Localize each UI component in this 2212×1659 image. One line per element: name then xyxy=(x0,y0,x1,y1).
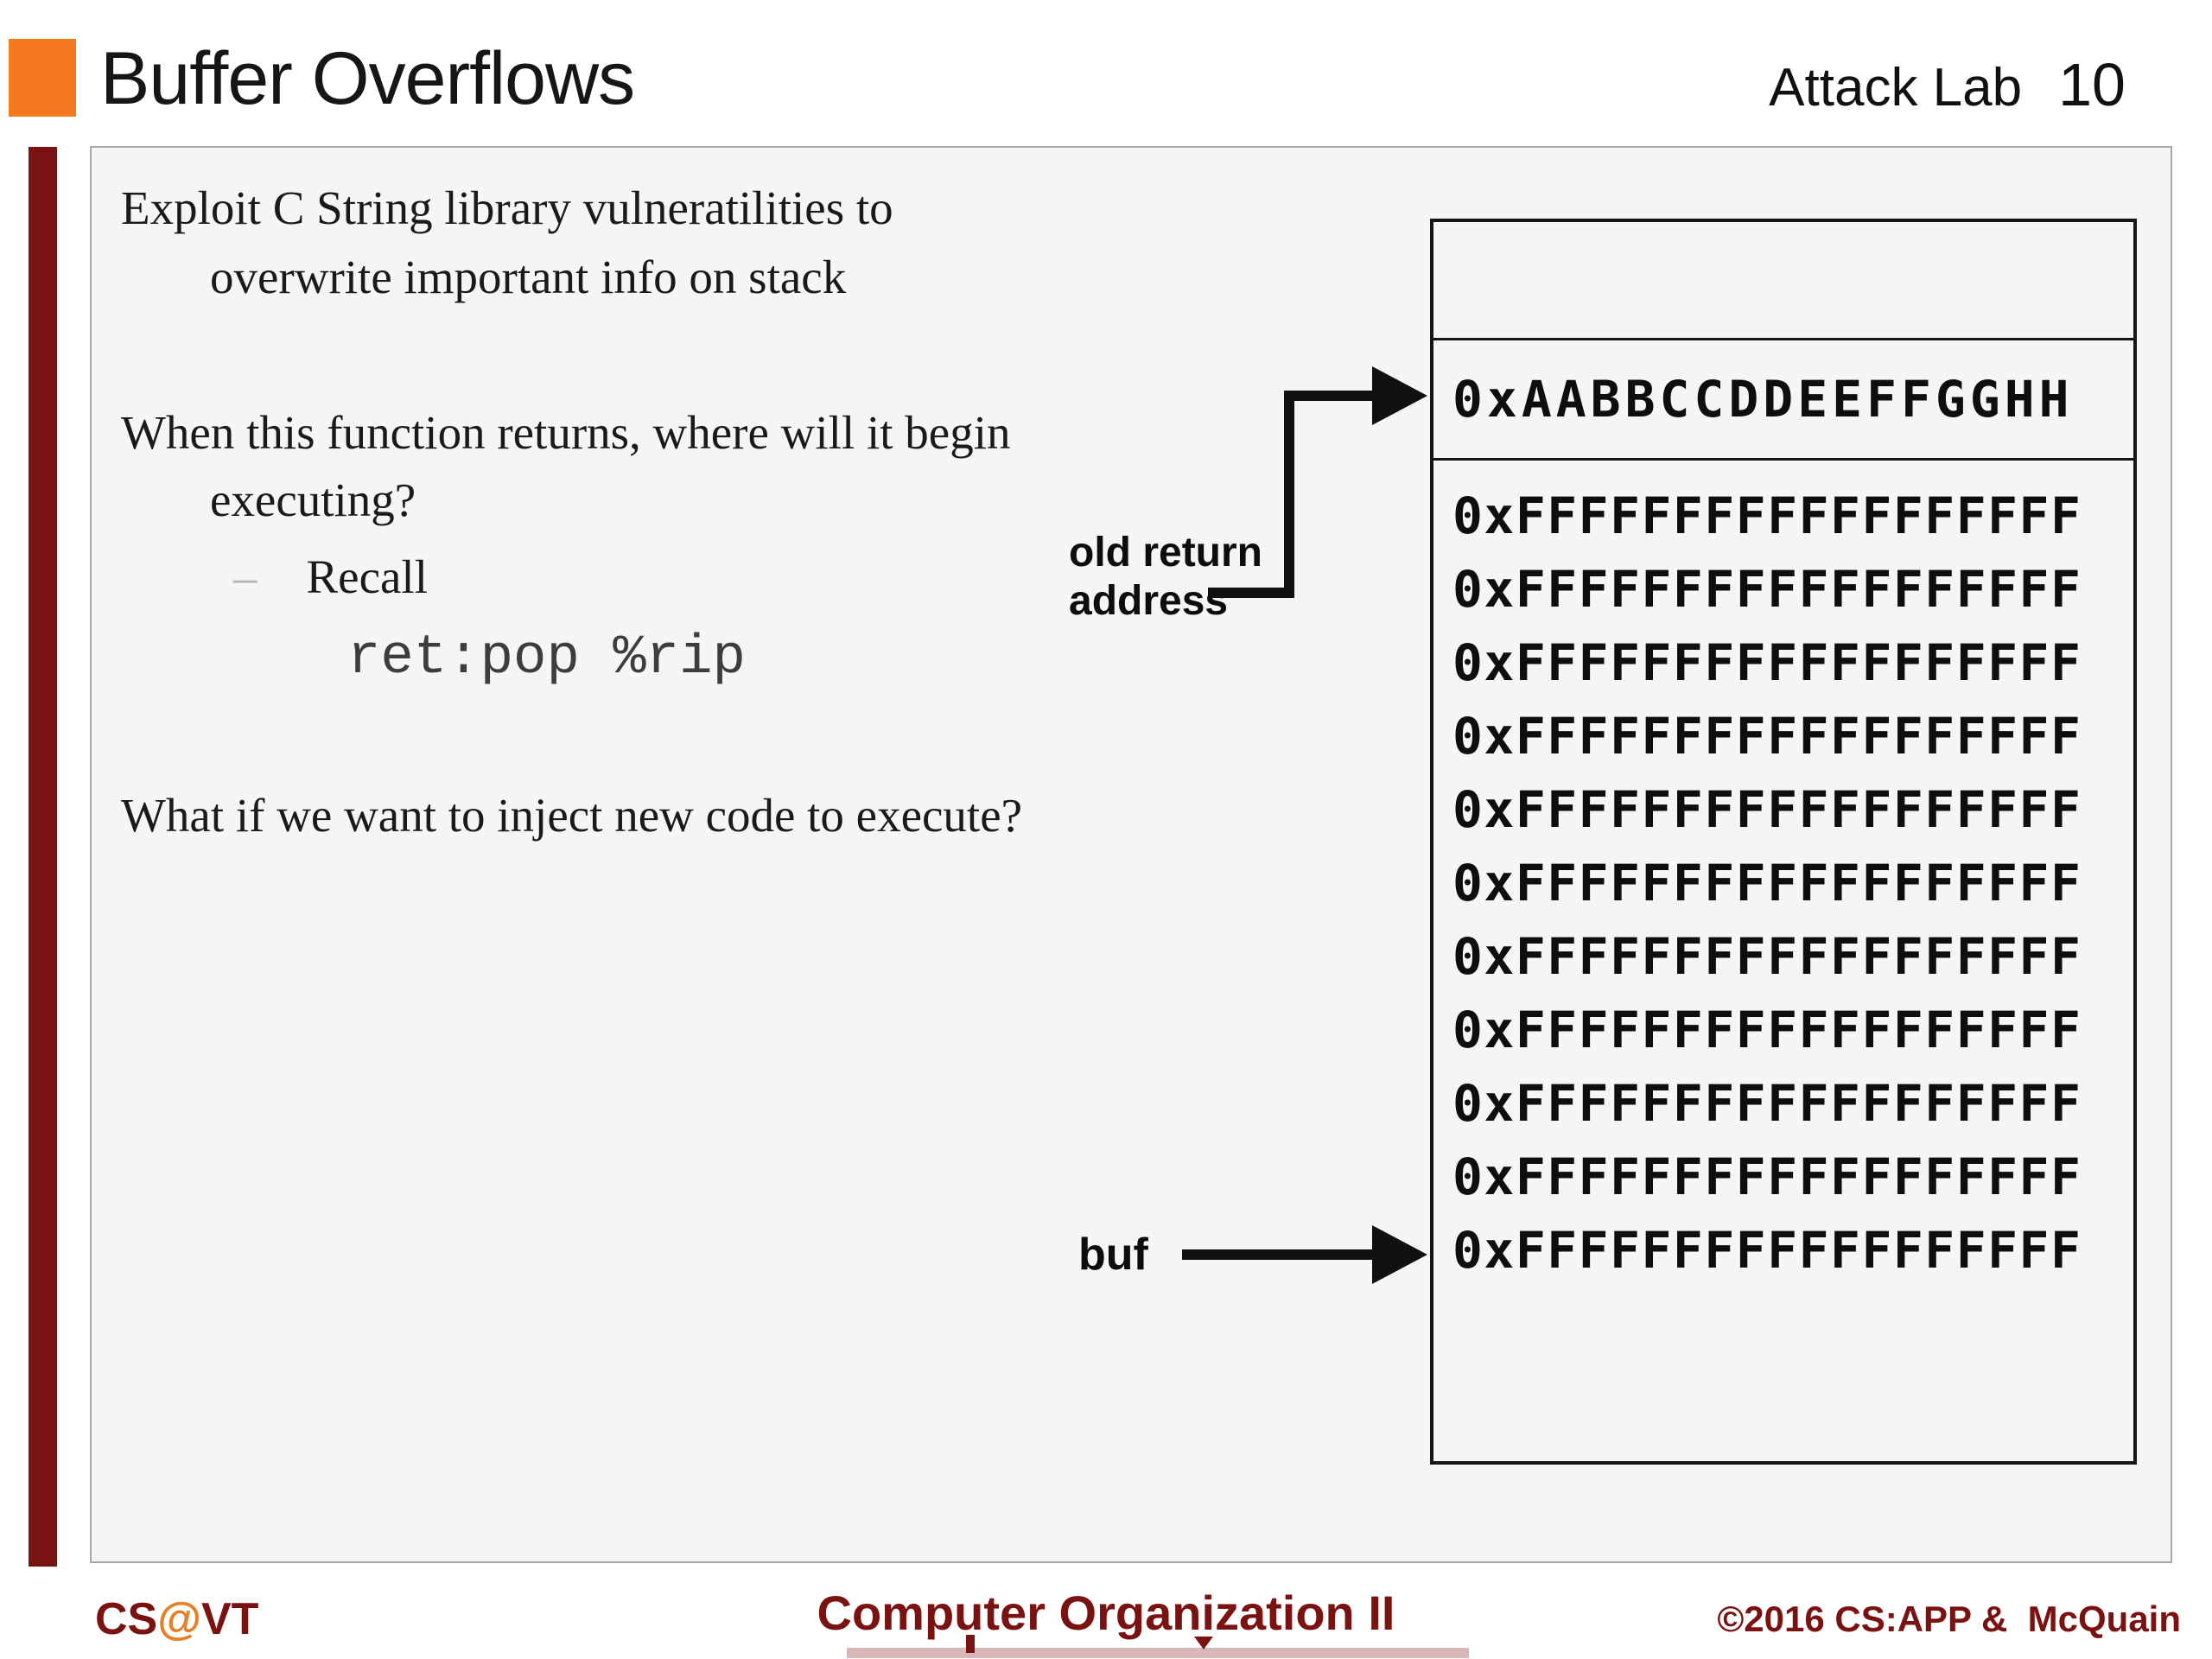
stack-buffer-row: 0xFFFFFFFFFFFFFFFFFF xyxy=(1452,486,2082,545)
stack-buffer-row: 0xFFFFFFFFFFFFFFFFFF xyxy=(1452,707,2082,766)
header-context-label: Attack Lab xyxy=(1769,58,2023,118)
footer-copyright: ©2016 CS:APP & McQuain xyxy=(1717,1599,2181,1639)
bullet1-line2: overwrite important info on stack xyxy=(210,251,847,303)
header-right: Attack Lab 10 xyxy=(1769,50,2126,119)
recall-dash: – xyxy=(233,550,257,603)
page-number: 10 xyxy=(2058,51,2126,118)
bullet3: What if we want to inject new code to ex… xyxy=(121,789,1023,842)
stack-buffer-row: 0xFFFFFFFFFFFFFFFFFF xyxy=(1452,854,2082,912)
stack-buffer-row: 0xFFFFFFFFFFFFFFFFFF xyxy=(1452,927,2082,986)
code-line: ret:pop %rip xyxy=(347,627,746,690)
bullet1-line1: Exploit C String library vulneratilities… xyxy=(121,181,893,234)
title-accent-square-icon xyxy=(9,39,76,117)
stack-buffer-row: 0xFFFFFFFFFFFFFFFFFF xyxy=(1452,1221,2082,1280)
stack-buffer-row: 0xFFFFFFFFFFFFFFFFFF xyxy=(1452,1147,2082,1206)
page-title: Buffer Overflows xyxy=(100,37,635,120)
footer-brand: CS@VT xyxy=(95,1593,258,1645)
stack-buffer-row: 0xFFFFFFFFFFFFFFFFFF xyxy=(1452,560,2082,619)
stack-buffer-row: 0xFFFFFFFFFFFFFFFFFF xyxy=(1452,633,2082,692)
footer-brand-cs: CS xyxy=(95,1594,158,1644)
old-return-address-label: old return address xyxy=(1069,530,1262,624)
stack-buffer-row: 0xFFFFFFFFFFFFFFFFFF xyxy=(1452,1001,2082,1059)
bottom-cutoff-tick xyxy=(966,1635,975,1653)
bottom-cutoff-band xyxy=(847,1648,1469,1658)
stack-buffer-row: 0xFFFFFFFFFFFFFFFFFF xyxy=(1452,1074,2082,1133)
bullet2-line1: When this function returns, where will i… xyxy=(121,406,1011,459)
stack-buffer-row: 0xFFFFFFFFFFFFFFFFFF xyxy=(1452,780,2082,839)
stack-buffer-section: 0xFFFFFFFFFFFFFFFFFF 0xFFFFFFFFFFFFFFFFFF… xyxy=(1433,461,2133,1287)
buf-label: buf xyxy=(1078,1230,1148,1280)
footer-brand-at: @ xyxy=(157,1594,201,1644)
return-address-value: 0xAABBCCDDEEFFGGHH xyxy=(1452,370,2074,429)
stack-empty-section xyxy=(1433,222,2133,340)
bullet2-line2: executing? xyxy=(210,474,416,526)
footer-course-title: Computer Organization II xyxy=(817,1586,1395,1640)
recall-row: – Recall xyxy=(233,544,428,610)
stack-return-address-cell: 0xAABBCCDDEEFFGGHH xyxy=(1433,340,2133,461)
footer-brand-vt: VT xyxy=(200,1594,259,1644)
recall-label: Recall xyxy=(306,550,428,603)
left-accent-bar xyxy=(29,147,57,1567)
